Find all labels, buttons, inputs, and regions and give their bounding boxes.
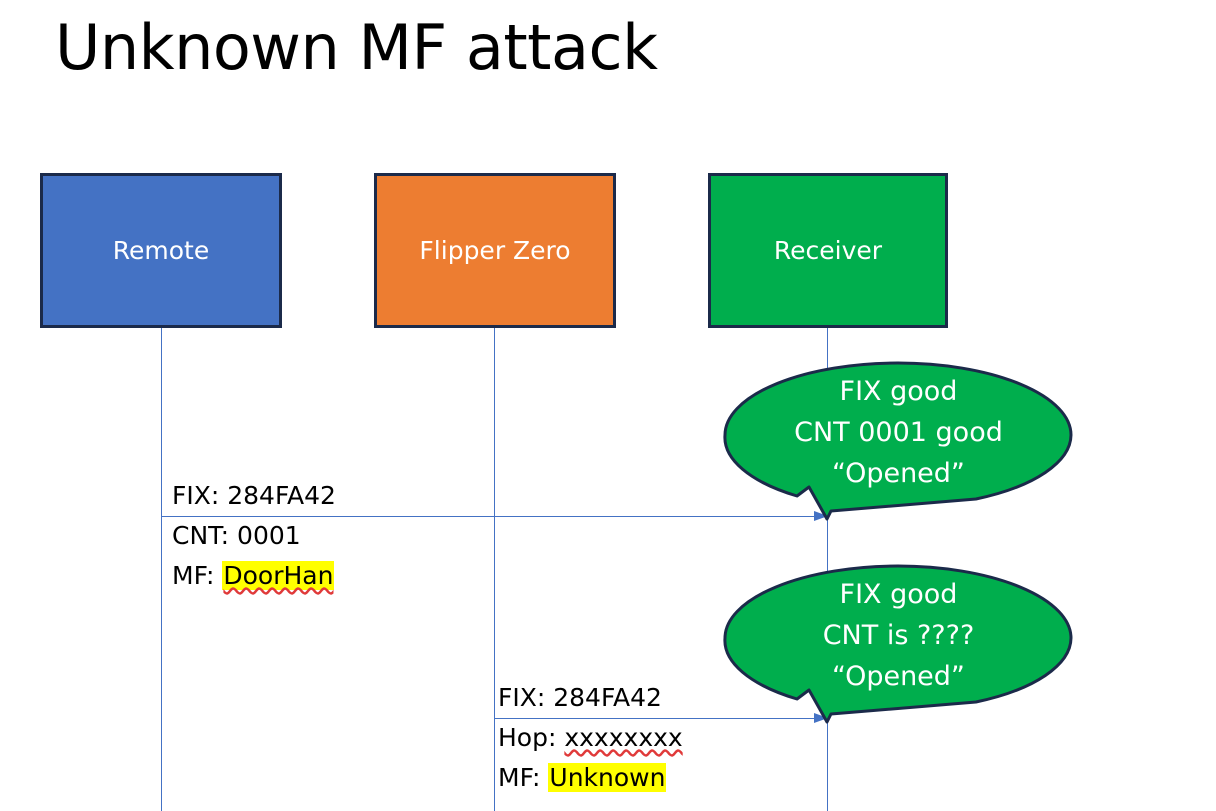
- message-2-mf-value: Unknown: [548, 763, 667, 792]
- message-1-mf-value: DoorHan: [222, 561, 335, 590]
- callout-bubble-shape: [723, 564, 1073, 724]
- actor-label-remote: Remote: [112, 235, 210, 265]
- lifeline-receiver: [827, 328, 828, 811]
- page-title: Unknown MF attack: [55, 11, 658, 84]
- message-arrow-remote-to-receiver: [161, 511, 828, 521]
- message-2-hop-prefix: Hop:: [498, 723, 565, 752]
- message-2-line-2: Hop: xxxxxxxx: [498, 718, 683, 758]
- callout-bubble-shape: [723, 361, 1073, 521]
- callout-receiver-valid: FIX good CNT 0001 good “Opened”: [721, 359, 1076, 521]
- message-1-detail: CNT: 0001 MF: DoorHan: [172, 516, 335, 596]
- message-2-mf-prefix: MF:: [498, 763, 549, 792]
- lifeline-remote: [161, 328, 162, 811]
- actor-label-flipper: Flipper Zero: [419, 235, 571, 265]
- lifeline-flipper: [494, 328, 495, 811]
- message-2-hop-value: xxxxxxxx: [564, 723, 683, 752]
- message-1-line-1: FIX: 284FA42: [172, 481, 336, 510]
- actor-box-remote[interactable]: Remote: [40, 173, 282, 328]
- actor-box-receiver[interactable]: Receiver: [708, 173, 948, 328]
- message-1-mf-prefix: MF:: [172, 561, 223, 590]
- message-1-line-2: CNT: 0001: [172, 521, 301, 550]
- message-2-detail: Hop: xxxxxxxx MF: Unknown: [498, 718, 683, 798]
- actor-label-receiver: Receiver: [773, 235, 883, 265]
- message-1-line-3: MF: DoorHan: [172, 556, 335, 596]
- message-2-line-1: FIX: 284FA42: [498, 683, 662, 712]
- actor-box-flipper[interactable]: Flipper Zero: [374, 173, 616, 328]
- message-arrow-flipper-to-receiver: [494, 713, 828, 723]
- message-2-line-3: MF: Unknown: [498, 758, 683, 798]
- callout-receiver-unknown: FIX good CNT is ???? “Opened”: [721, 562, 1076, 724]
